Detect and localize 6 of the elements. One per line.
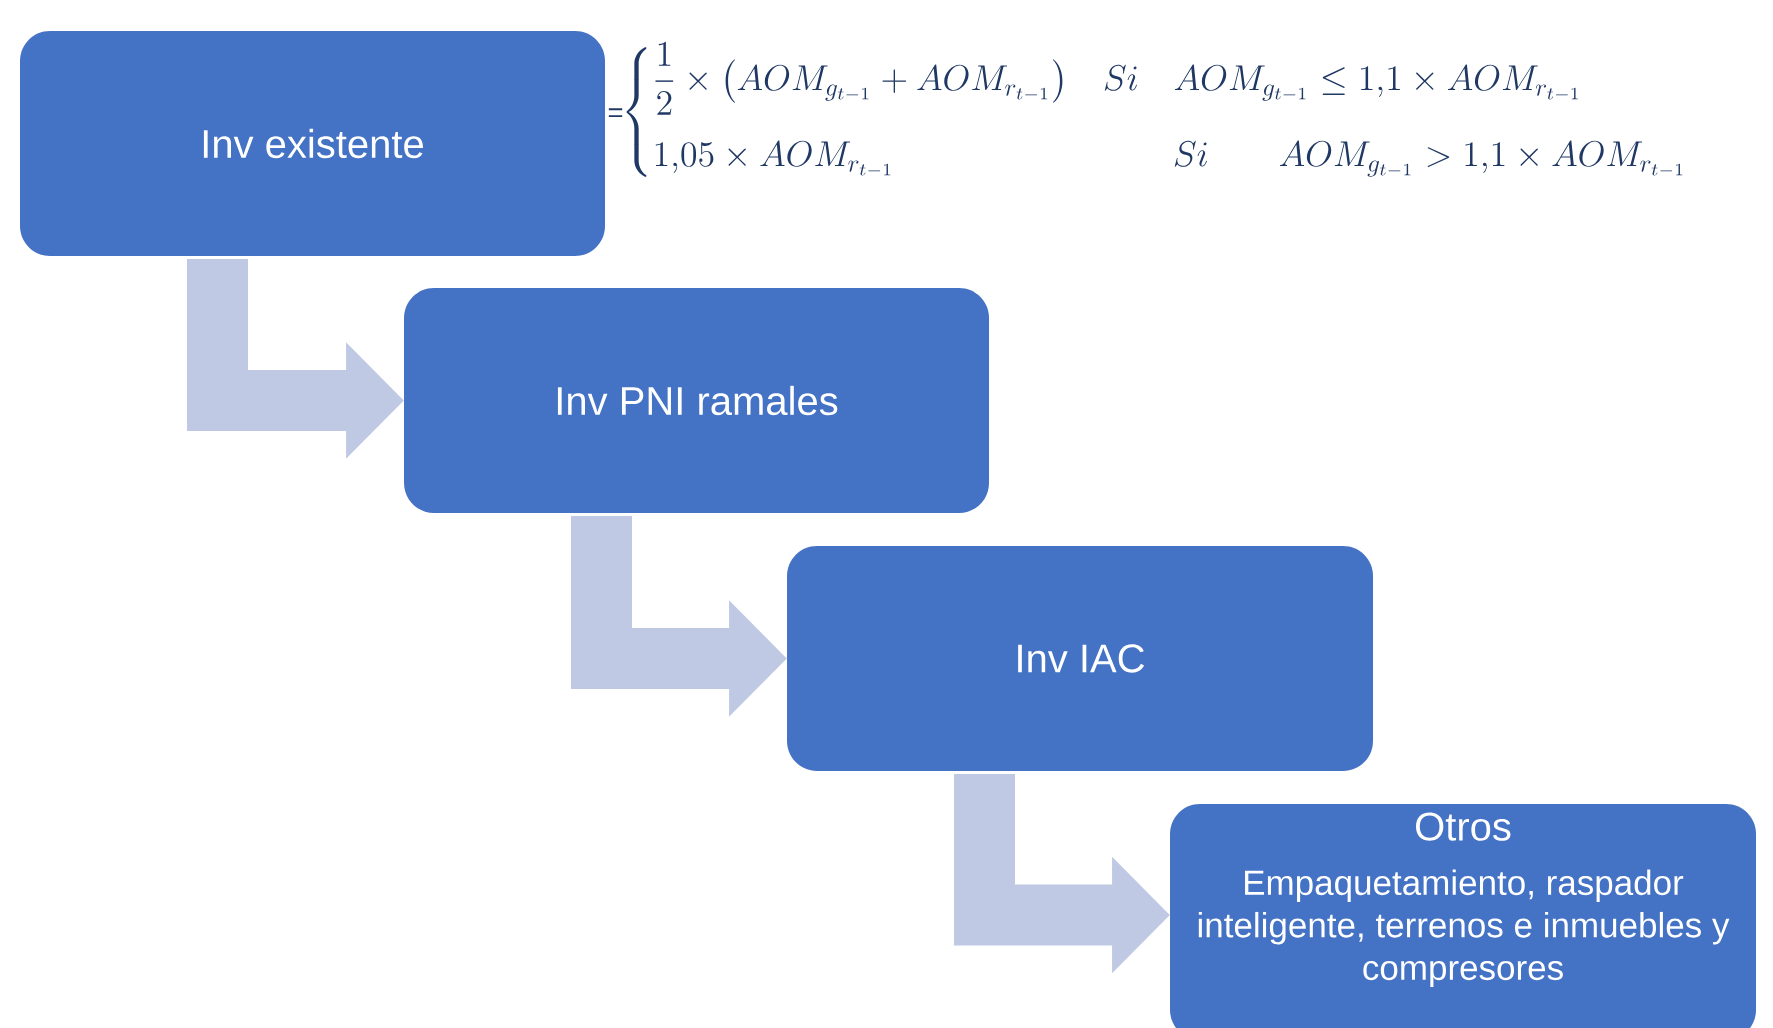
process-box: Inv existente	[20, 31, 605, 256]
process-box	[1170, 804, 1756, 1028]
process-box: Inv IAC	[787, 546, 1373, 771]
process-box: Inv PNI ramales	[404, 288, 989, 513]
description: Empaquetamiento, raspador inteligente, terrenos e inmuebles y compresores	[1198, 869, 1730, 988]
heading: Otros	[1416, 812, 1511, 841]
